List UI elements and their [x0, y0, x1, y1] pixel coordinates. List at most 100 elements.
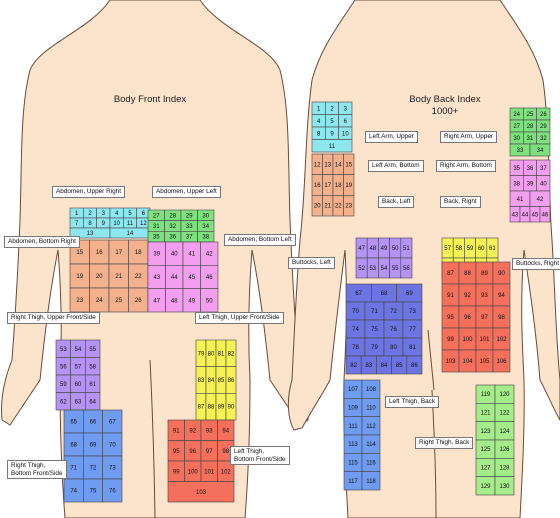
- region-cell-number: 16: [96, 250, 103, 256]
- region-cell-number: 58: [89, 364, 96, 370]
- region-cell-number: 74: [70, 489, 77, 495]
- region-cell-number: 54: [75, 347, 82, 353]
- region-cell-number: 33: [517, 148, 524, 154]
- region-cell-number: 92: [189, 428, 196, 434]
- region-cell-number: 45: [188, 275, 195, 281]
- region-cell-number: 109: [348, 406, 359, 412]
- region-cell-number: 39: [527, 181, 534, 187]
- region-cell-number: 128: [499, 466, 510, 472]
- region-cell-number: 103: [445, 359, 456, 365]
- region-cell-number: 60: [478, 246, 485, 252]
- region-cell-number: 99: [173, 469, 180, 475]
- region-cell-number: 32: [540, 136, 547, 142]
- region-cell-number: 22: [135, 274, 142, 280]
- region-cell-number: 102: [221, 469, 232, 475]
- region-cell-number: 86: [228, 378, 235, 384]
- region-cell-number: 104: [462, 359, 473, 365]
- region-cell-number: 83: [198, 378, 205, 384]
- region-cell-number: 80: [390, 345, 397, 351]
- region-cell-number: 25: [115, 298, 122, 304]
- region-cell-number: 78: [352, 345, 359, 351]
- region-cell-number: 12: [314, 162, 321, 168]
- region-cell-number: 111: [348, 424, 358, 430]
- region-cell-number: 92: [464, 293, 471, 299]
- back-subtitle: 1000+: [390, 106, 500, 117]
- region-cell-number: 74: [352, 327, 359, 333]
- region-cell-number: 16: [314, 183, 321, 189]
- region-cell-number: 89: [481, 271, 488, 277]
- region-cell-number: 36: [527, 166, 534, 172]
- region-cell-number: 105: [479, 359, 490, 365]
- region-cell-number: 64: [89, 399, 96, 405]
- region-front-right-thigh-upper: 535455565758596061626364: [56, 340, 100, 410]
- region-cell-number: 76: [109, 489, 116, 495]
- region-cell-number: 38: [513, 181, 520, 187]
- region-cell-number: 93: [206, 428, 213, 434]
- region-cell-number: 61: [89, 382, 96, 388]
- region-cell-number: 43: [512, 212, 519, 218]
- region-cell-number: 44: [171, 275, 178, 281]
- region-cell-number: 15: [345, 162, 352, 168]
- region-cell-number: 107: [348, 387, 359, 393]
- region-cell-number: 66: [90, 420, 97, 426]
- region-cell-number: 94: [498, 293, 505, 299]
- region-cell-number: 100: [188, 469, 199, 475]
- label-back-right: Back, Right: [440, 196, 481, 208]
- region-cell-number: 97: [481, 315, 488, 321]
- region-cell-number: 79: [371, 345, 378, 351]
- label-right-thigh-bottom-line2: Bottom Front/Side: [11, 470, 63, 477]
- region-cell-number: 45: [532, 212, 539, 218]
- region-cell-number: 23: [76, 298, 83, 304]
- region-cell-number: 125: [480, 447, 491, 453]
- region-cell-number: 57: [75, 364, 82, 370]
- region-cell-number: 68: [70, 443, 77, 449]
- region-cell-number: 73: [409, 309, 416, 315]
- region-cell-number: 59: [467, 246, 474, 252]
- region-back-right-thigh: 119120121122123124125126127128129130: [476, 385, 514, 495]
- region-cell-number: 97: [206, 449, 213, 455]
- region-cell-number: 34: [202, 224, 209, 230]
- label-buttocks-right: Buttocks, Right: [512, 258, 560, 270]
- region-cell-number: 127: [480, 466, 491, 472]
- region-cell-number: 71: [371, 309, 378, 315]
- label-left-thigh-bottom-line2: Bottom Front/Side: [234, 456, 286, 463]
- region-cell-number: 67: [109, 420, 116, 426]
- region-cell-number: 22: [335, 204, 342, 210]
- region-cell-number: 98: [498, 315, 505, 321]
- region-cell-number: 40: [540, 181, 547, 187]
- region-cell-number: 106: [496, 359, 507, 365]
- region-cell-number: 49: [381, 246, 388, 252]
- region-cell-number: 71: [70, 466, 77, 472]
- region-cell-number: 56: [403, 266, 410, 272]
- region-cell-number: 18: [135, 250, 142, 256]
- region-cell-number: 96: [189, 449, 196, 455]
- region-cell-number: 98: [222, 449, 229, 455]
- region-cell-number: 54: [381, 266, 388, 272]
- front-title: Body Front Index: [95, 94, 205, 105]
- label-right-thigh-bottom-line1: Right Thigh,: [11, 462, 45, 469]
- region-cell-number: 55: [89, 347, 96, 353]
- region-cell-number: 90: [228, 405, 235, 411]
- region-cell-number: 12: [140, 221, 147, 227]
- region-cell-number: 18: [335, 183, 342, 189]
- region-cell-number: 28: [527, 124, 534, 130]
- region-cell-number: 38: [202, 235, 209, 241]
- region-cell-number: 35: [513, 166, 520, 172]
- region-cell-number: 85: [396, 363, 403, 369]
- region-cell-number: 129: [480, 484, 491, 490]
- region-cell-number: 44: [522, 212, 529, 218]
- region-cell-number: 49: [188, 298, 195, 304]
- region-cell-number: 52: [358, 266, 365, 272]
- region-cell-number: 42: [206, 252, 213, 258]
- label-right-thigh-bottom: Right Thigh, Bottom Front/Side: [7, 460, 67, 479]
- label-abdomen-bottom-left: Abdomen, Bottom Left: [224, 234, 296, 246]
- region-cell-number: 108: [366, 387, 377, 393]
- region-cell-number: 100: [462, 337, 473, 343]
- region-cell-number: 77: [409, 327, 416, 333]
- region-cell-number: 31: [527, 136, 534, 142]
- region-cell-number: 20: [96, 274, 103, 280]
- region-cell-number: 122: [499, 411, 510, 417]
- region-cell-number: 79: [198, 351, 205, 357]
